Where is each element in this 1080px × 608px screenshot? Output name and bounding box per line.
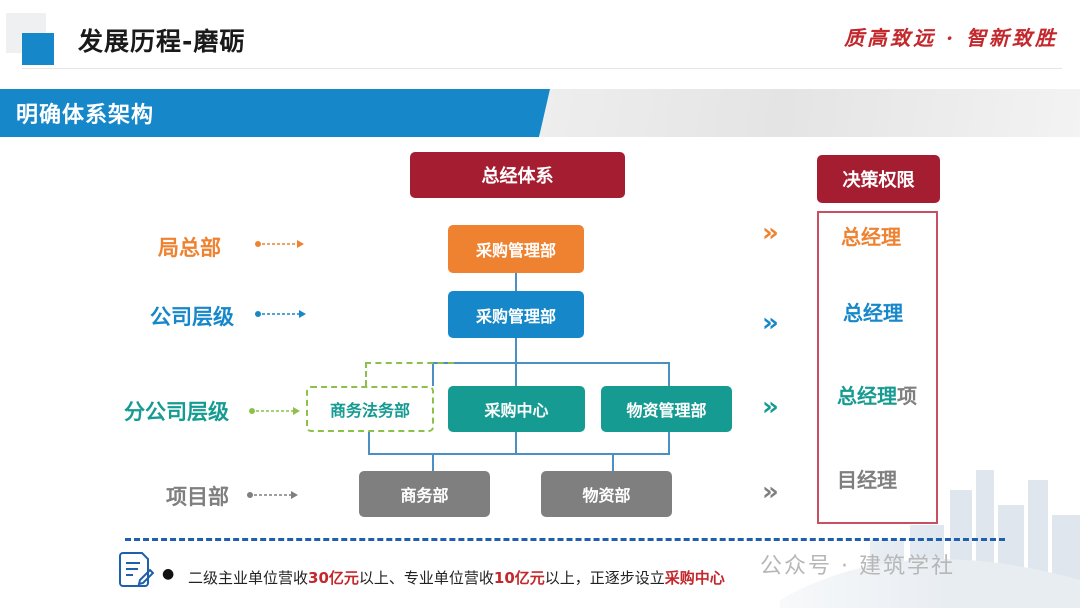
connector-line [432, 362, 434, 386]
bullet-icon: ● [162, 566, 175, 582]
chevron-right-icon: » [762, 218, 779, 248]
branch-materials-box: 物资管理部 [601, 386, 732, 432]
connector-line [612, 453, 614, 471]
decision-frame [817, 211, 938, 524]
decision-branch: 总经理项 [837, 380, 917, 409]
company-procurement-box: 采购管理部 [448, 291, 584, 338]
note-text: 二级主业单位营收 [188, 569, 309, 587]
chevron-right-icon: » [762, 477, 779, 507]
note-text: 以上、专业单位营收 [358, 569, 494, 587]
level-label-branch: 分公司层级 [124, 400, 229, 424]
connector-line [432, 453, 434, 471]
level-label-project: 项目部 [166, 485, 229, 509]
branch-legal-box: 商务法务部 [306, 386, 434, 432]
connector-line [368, 432, 370, 454]
section-title: 明确体系架构 [16, 103, 155, 128]
page-title: 发展历程-磨砺 [78, 27, 246, 56]
note-highlight: 10亿元 [493, 569, 545, 587]
project-business-box: 商务部 [359, 471, 490, 517]
connector-line [668, 362, 670, 386]
decision-hq: 总经理 [841, 225, 901, 249]
dotted-arrow-icon [255, 310, 306, 318]
decision-company: 总经理 [843, 301, 903, 325]
bottom-divider [125, 538, 1005, 541]
decision-branch-main: 总经理 [837, 384, 897, 408]
connector-line [515, 432, 517, 454]
connector-line [368, 453, 670, 455]
note-text: 以上，正逐步设立 [544, 569, 665, 587]
connector-line [515, 362, 517, 386]
project-materials-box: 物资部 [541, 471, 672, 517]
note-highlight: 采购中心 [664, 569, 725, 587]
note-highlight: 30亿元 [308, 569, 359, 587]
decision-project: 目经理 [837, 468, 897, 492]
dotted-arrow-icon [255, 240, 304, 248]
document-edit-icon [119, 552, 154, 587]
connector-line [515, 338, 517, 362]
chevron-right-icon: » [762, 392, 779, 422]
decision-header-box: 决策权限 [817, 155, 940, 203]
dotted-arrow-icon [249, 407, 300, 415]
slogan: 质高致远 · 智新致胜 [844, 26, 1058, 50]
level-label-company: 公司层级 [150, 305, 234, 329]
connector-line [515, 273, 517, 291]
corner-square [22, 33, 54, 65]
branch-center-box: 采购中心 [448, 386, 585, 432]
connector-line [432, 362, 670, 364]
level-label-hq: 局总部 [158, 236, 221, 260]
decision-branch-suffix: 项 [897, 384, 917, 408]
city-skyline-image [700, 430, 1080, 608]
chevron-right-icon: » [762, 308, 779, 338]
connector-line [668, 432, 670, 454]
hq-procurement-box: 采购管理部 [448, 225, 584, 273]
dashed-connector [365, 362, 454, 386]
dotted-arrow-icon [247, 491, 298, 499]
banner-background [540, 89, 1080, 137]
section-banner [0, 89, 550, 137]
top-system-box: 总经体系 [410, 152, 625, 198]
header-divider [22, 68, 1062, 69]
footer-note: 二级主业单位营收30亿元以上、专业单位营收10亿元以上，正逐步设立采购中心 [188, 567, 725, 588]
watermark: 公众号 · 建筑学社 [760, 554, 955, 579]
